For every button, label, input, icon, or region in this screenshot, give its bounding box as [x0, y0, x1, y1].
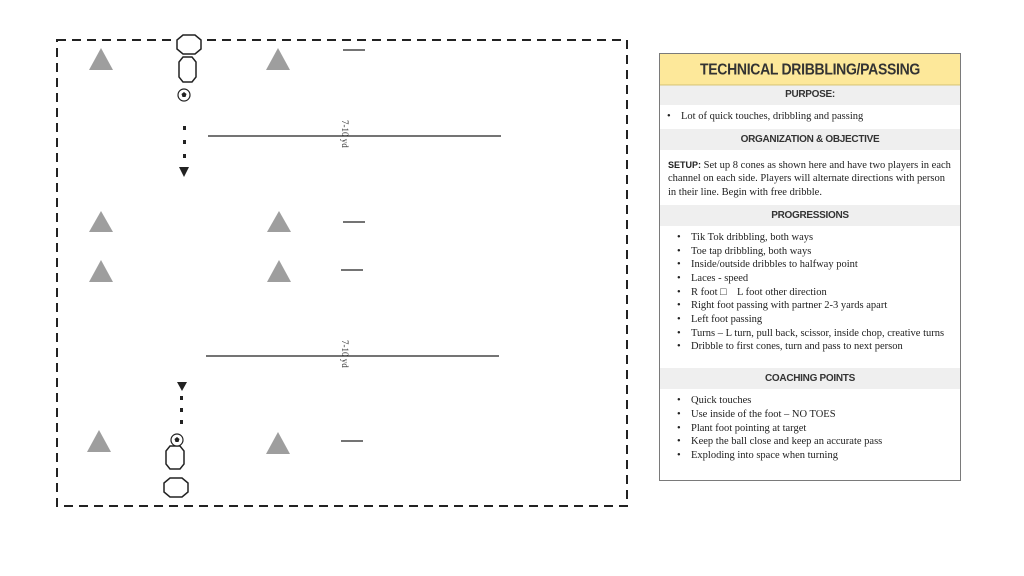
list-item: Keep the ball close and keep an accurate… [660, 435, 960, 449]
player-marker [165, 445, 185, 470]
organization-heading: Organization & Objective [660, 128, 960, 150]
distance-label-top: 7-10 yd [340, 120, 350, 148]
player-marker [178, 56, 197, 83]
dribble-arrow-up [177, 382, 187, 424]
drill-info-panel: Technical Dribbling/Passing Purpose: Lot… [659, 53, 961, 481]
player-marker [163, 477, 189, 498]
cone [89, 48, 113, 70]
setup-text: SETUP: Set up 8 cones as shown here and … [660, 150, 960, 205]
panel-title: Technical Dribbling/Passing [660, 54, 960, 86]
soccer-ball-icon [177, 88, 191, 102]
progressions-heading: Progressions [660, 204, 960, 226]
cone [87, 430, 111, 452]
setup-label: SETUP: [668, 159, 702, 170]
list-item: Use inside of the foot – NO TOES [660, 408, 960, 422]
cone [267, 260, 291, 282]
coaching-list: Quick touches Use inside of the foot – N… [660, 389, 960, 463]
list-item: Dribble to first cones, turn and pass to… [660, 340, 960, 354]
cone-markers [341, 49, 365, 442]
list-item: Toe tap dribbling, both ways [660, 245, 960, 259]
coaching-heading: Coaching Points [660, 368, 960, 390]
setup-description: Set up 8 cones as shown here and have tw… [668, 159, 951, 199]
list-item: Right foot passing with partner 2-3 yard… [660, 299, 960, 313]
list-item: Exploding into space when turning [660, 449, 960, 463]
list-item: Laces - speed [660, 272, 960, 286]
list-item: R foot □ L foot other direction [660, 286, 960, 300]
list-item: Tik Tok dribbling, both ways [660, 231, 960, 245]
list-item: Lot of quick touches, dribbling and pass… [660, 110, 960, 124]
list-item: Plant foot pointing at target [660, 422, 960, 436]
cone [266, 432, 290, 454]
soccer-ball-icon [170, 433, 184, 447]
progressions-list: Tik Tok dribbling, both ways Toe tap dri… [660, 226, 960, 368]
cone [266, 48, 290, 70]
drill-diagram [56, 34, 628, 507]
list-item: Turns – L turn, pull back, scissor, insi… [660, 327, 960, 341]
purpose-list: Lot of quick touches, dribbling and pass… [660, 105, 960, 129]
cone [89, 211, 113, 232]
purpose-heading: Purpose: [660, 84, 960, 105]
distance-label-bottom: 7-10 yd [340, 340, 350, 368]
cones [87, 48, 291, 454]
list-item: Inside/outside dribbles to halfway point [660, 258, 960, 272]
cone [267, 211, 291, 232]
player-marker [176, 34, 202, 55]
dribble-arrow-down [179, 126, 189, 177]
list-item: Left foot passing [660, 313, 960, 327]
players-top [176, 34, 202, 83]
field-boundary [56, 39, 628, 507]
cone [89, 260, 113, 282]
players-bottom [163, 445, 189, 498]
list-item: Quick touches [660, 394, 960, 408]
